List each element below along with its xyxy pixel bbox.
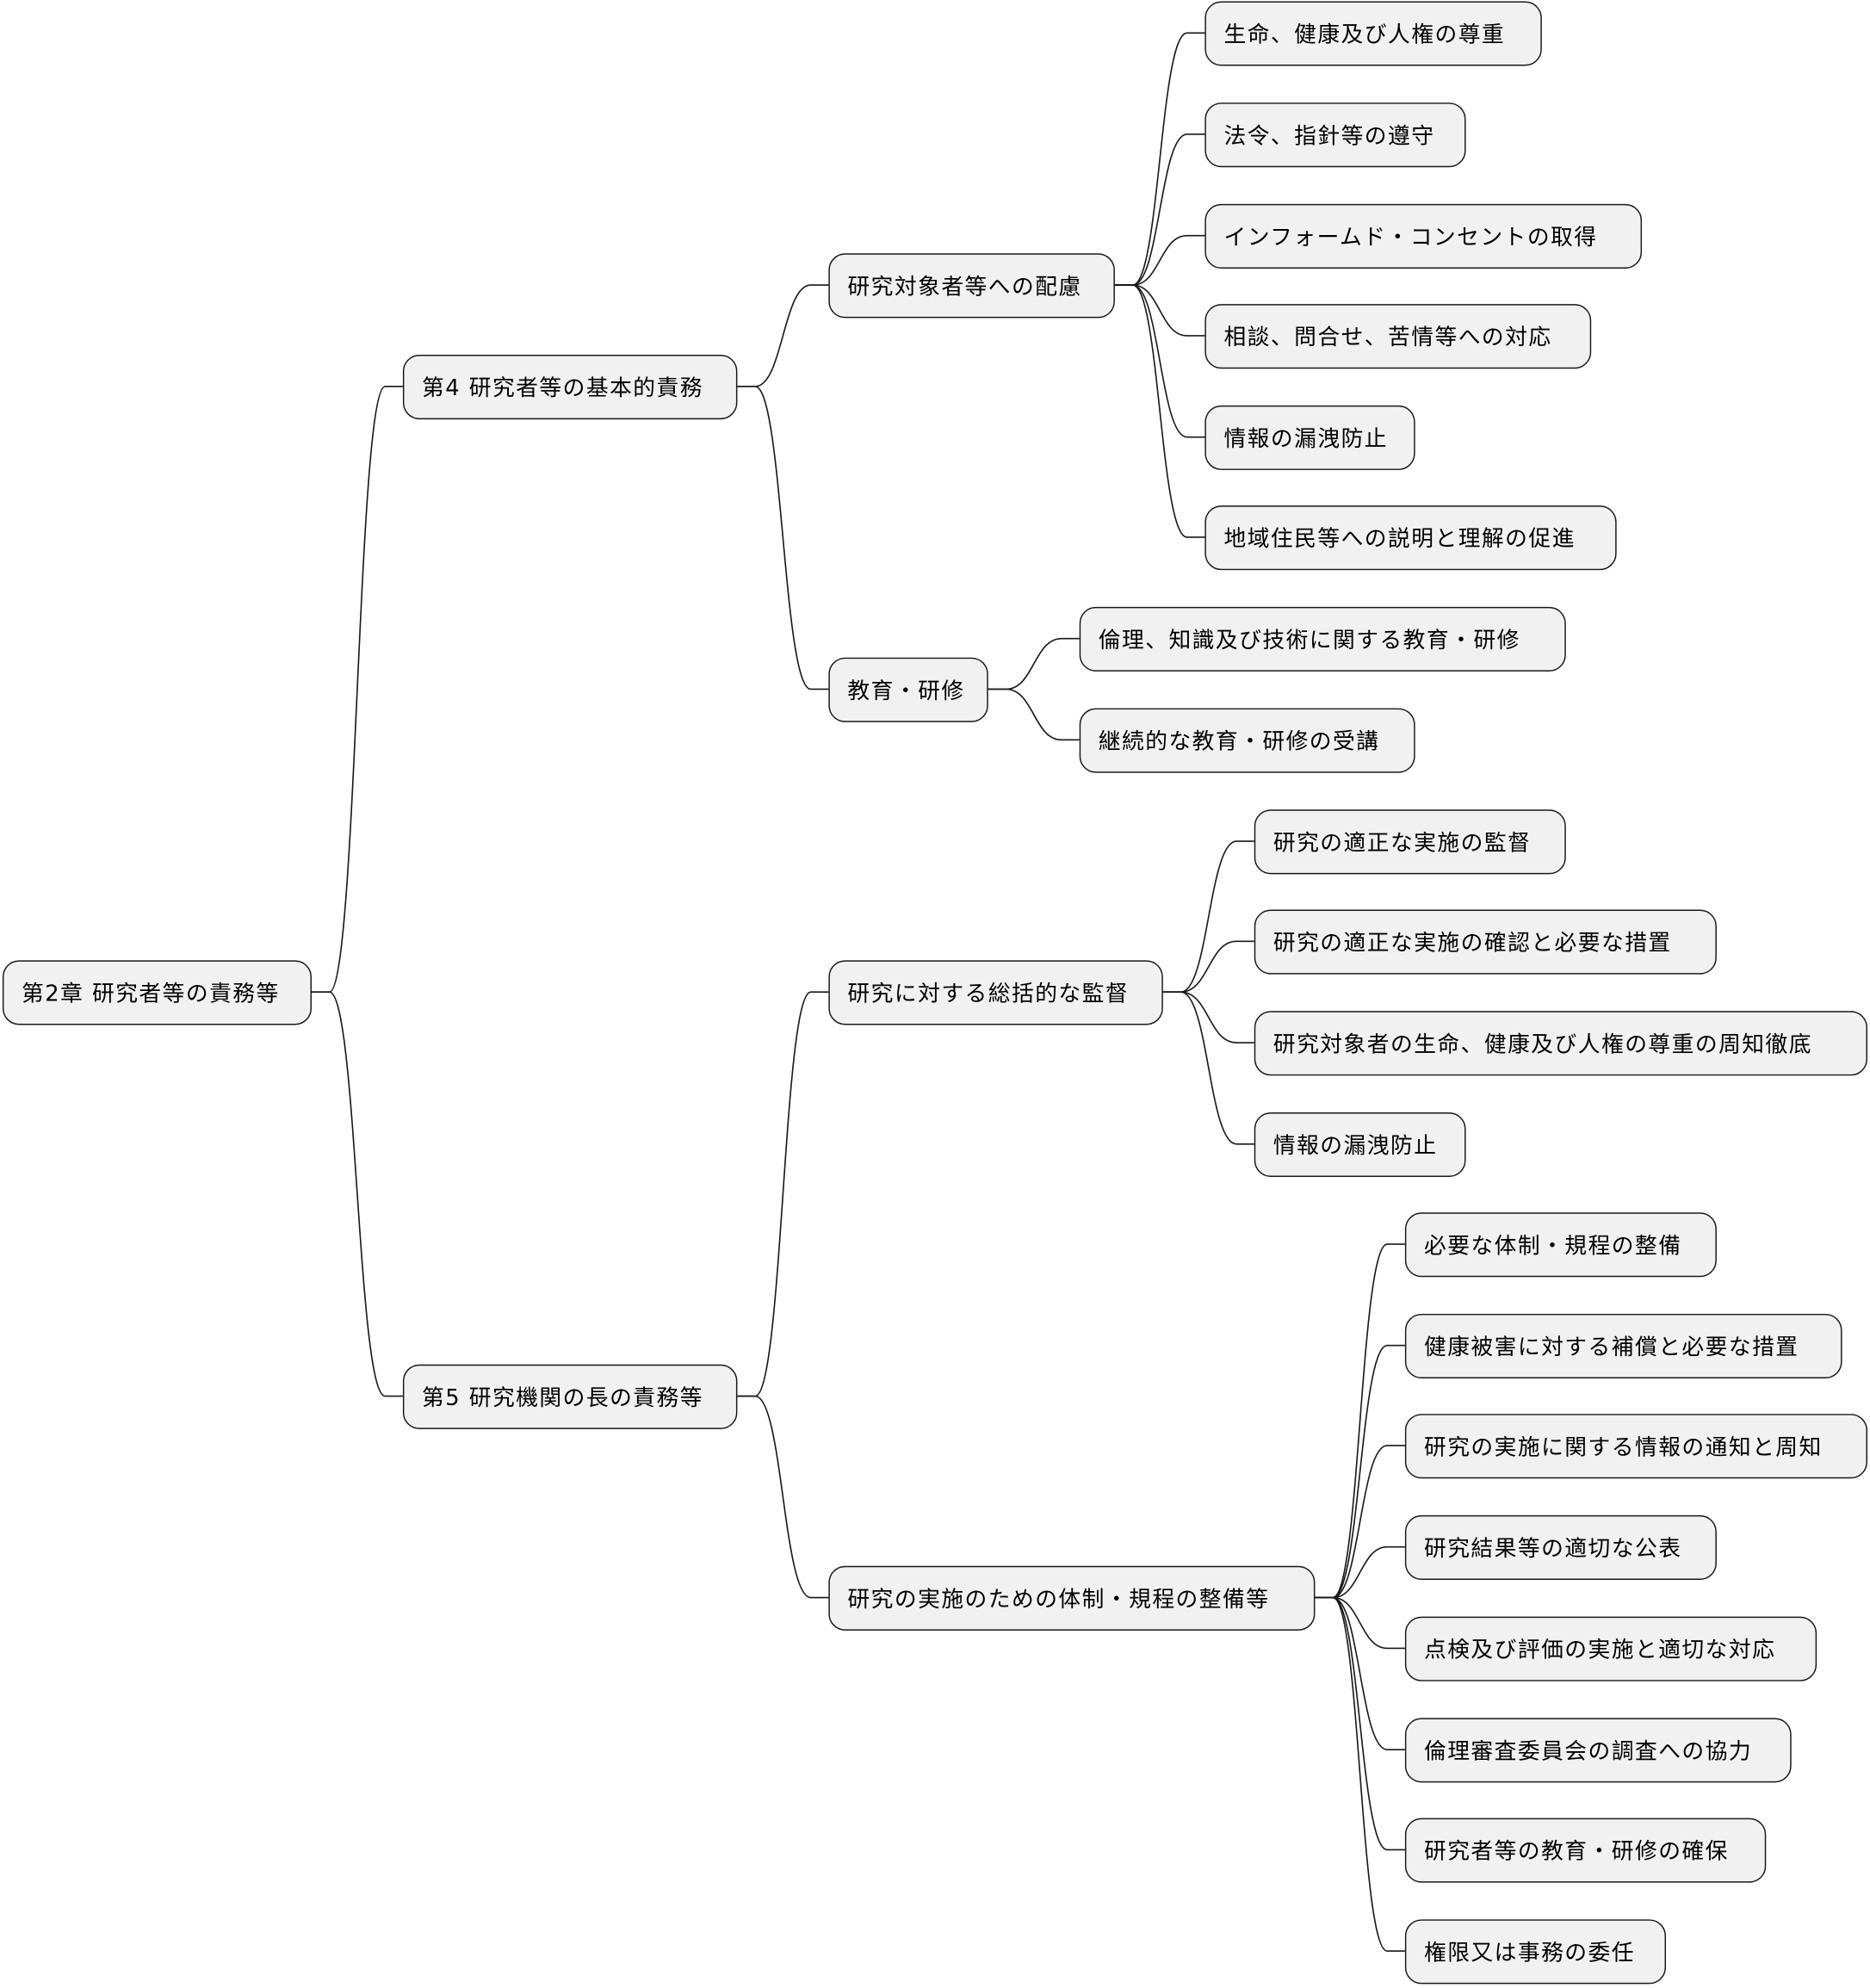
connector-line	[1114, 284, 1205, 337]
section-node: 第4 研究者等の基本的責務	[402, 354, 738, 419]
leaf-node: 法令、指針等の遵守	[1204, 102, 1466, 167]
connector-line	[1114, 234, 1205, 286]
leaf-node: 研究対象者の生命、健康及び人権の尊重の周知徹底	[1254, 1010, 1867, 1075]
leaf-node: 情報の漏洩防止	[1254, 1112, 1466, 1177]
connector-line	[1114, 32, 1205, 286]
leaf-node: 権限又は事務の委任	[1404, 1918, 1667, 1984]
leaf-node: 研究結果等の適切な公表	[1404, 1514, 1717, 1580]
connector-line	[311, 385, 403, 993]
connector-line	[1315, 1596, 1405, 1851]
connector-line	[1114, 284, 1205, 438]
topic-node: 研究に対する総括的な監督	[828, 959, 1163, 1025]
connector-line	[737, 385, 829, 691]
leaf-node: 地域住民等への説明と理解の促進	[1204, 505, 1617, 570]
connector-line	[1315, 1596, 1405, 1750]
connector-line	[1162, 840, 1254, 993]
connector-line	[737, 1395, 829, 1599]
leaf-node: 継続的な教育・研修の受講	[1079, 707, 1415, 772]
connector-line	[1162, 991, 1254, 1145]
connector-line	[1315, 1243, 1405, 1599]
leaf-node: 倫理審査委員会の調査への協力	[1404, 1717, 1792, 1782]
connector-line	[1162, 940, 1254, 993]
connector-line	[988, 688, 1080, 741]
connector-line	[1114, 284, 1205, 538]
leaf-node: 相談、問合せ、苦情等への対応	[1204, 303, 1592, 368]
connector-line	[1162, 991, 1254, 1044]
leaf-node: 倫理、知識及び技術に関する教育・研修	[1079, 606, 1566, 672]
connector-line	[1315, 1545, 1405, 1599]
leaf-node: 研究者等の教育・研修の確保	[1404, 1817, 1767, 1882]
section-node: 第5 研究機関の長の責務等	[402, 1364, 738, 1429]
leaf-node: 必要な体制・規程の整備	[1404, 1211, 1717, 1277]
root-node: 第2章 研究者等の責務等	[2, 959, 312, 1025]
connector-line	[1315, 1596, 1405, 1650]
leaf-node: インフォームド・コンセントの取得	[1204, 203, 1643, 269]
topic-node: 教育・研修	[828, 656, 988, 722]
connector-line	[737, 991, 829, 1397]
leaf-node: 研究の適正な実施の確認と必要な措置	[1254, 908, 1717, 974]
connector-line	[1114, 133, 1205, 286]
connector-line	[988, 637, 1080, 691]
leaf-node: 研究の実施に関する情報の通知と周知	[1404, 1413, 1867, 1478]
leaf-node: 研究の適正な実施の監督	[1254, 808, 1566, 874]
topic-node: 研究の実施のための体制・規程の整備等	[828, 1565, 1316, 1631]
leaf-node: 健康被害に対する補償と必要な措置	[1404, 1313, 1842, 1378]
topic-node: 研究対象者等への配慮	[828, 252, 1115, 318]
leaf-node: 点検及び評価の実施と適切な対応	[1404, 1615, 1817, 1681]
connector-line	[1315, 1596, 1405, 1952]
connector-line	[737, 284, 829, 387]
leaf-node: 生命、健康及び人権の尊重	[1204, 0, 1542, 65]
connector-line	[1315, 1445, 1405, 1599]
leaf-node: 情報の漏洩防止	[1204, 405, 1415, 470]
connector-line	[311, 991, 403, 1397]
connector-line	[1315, 1344, 1405, 1599]
